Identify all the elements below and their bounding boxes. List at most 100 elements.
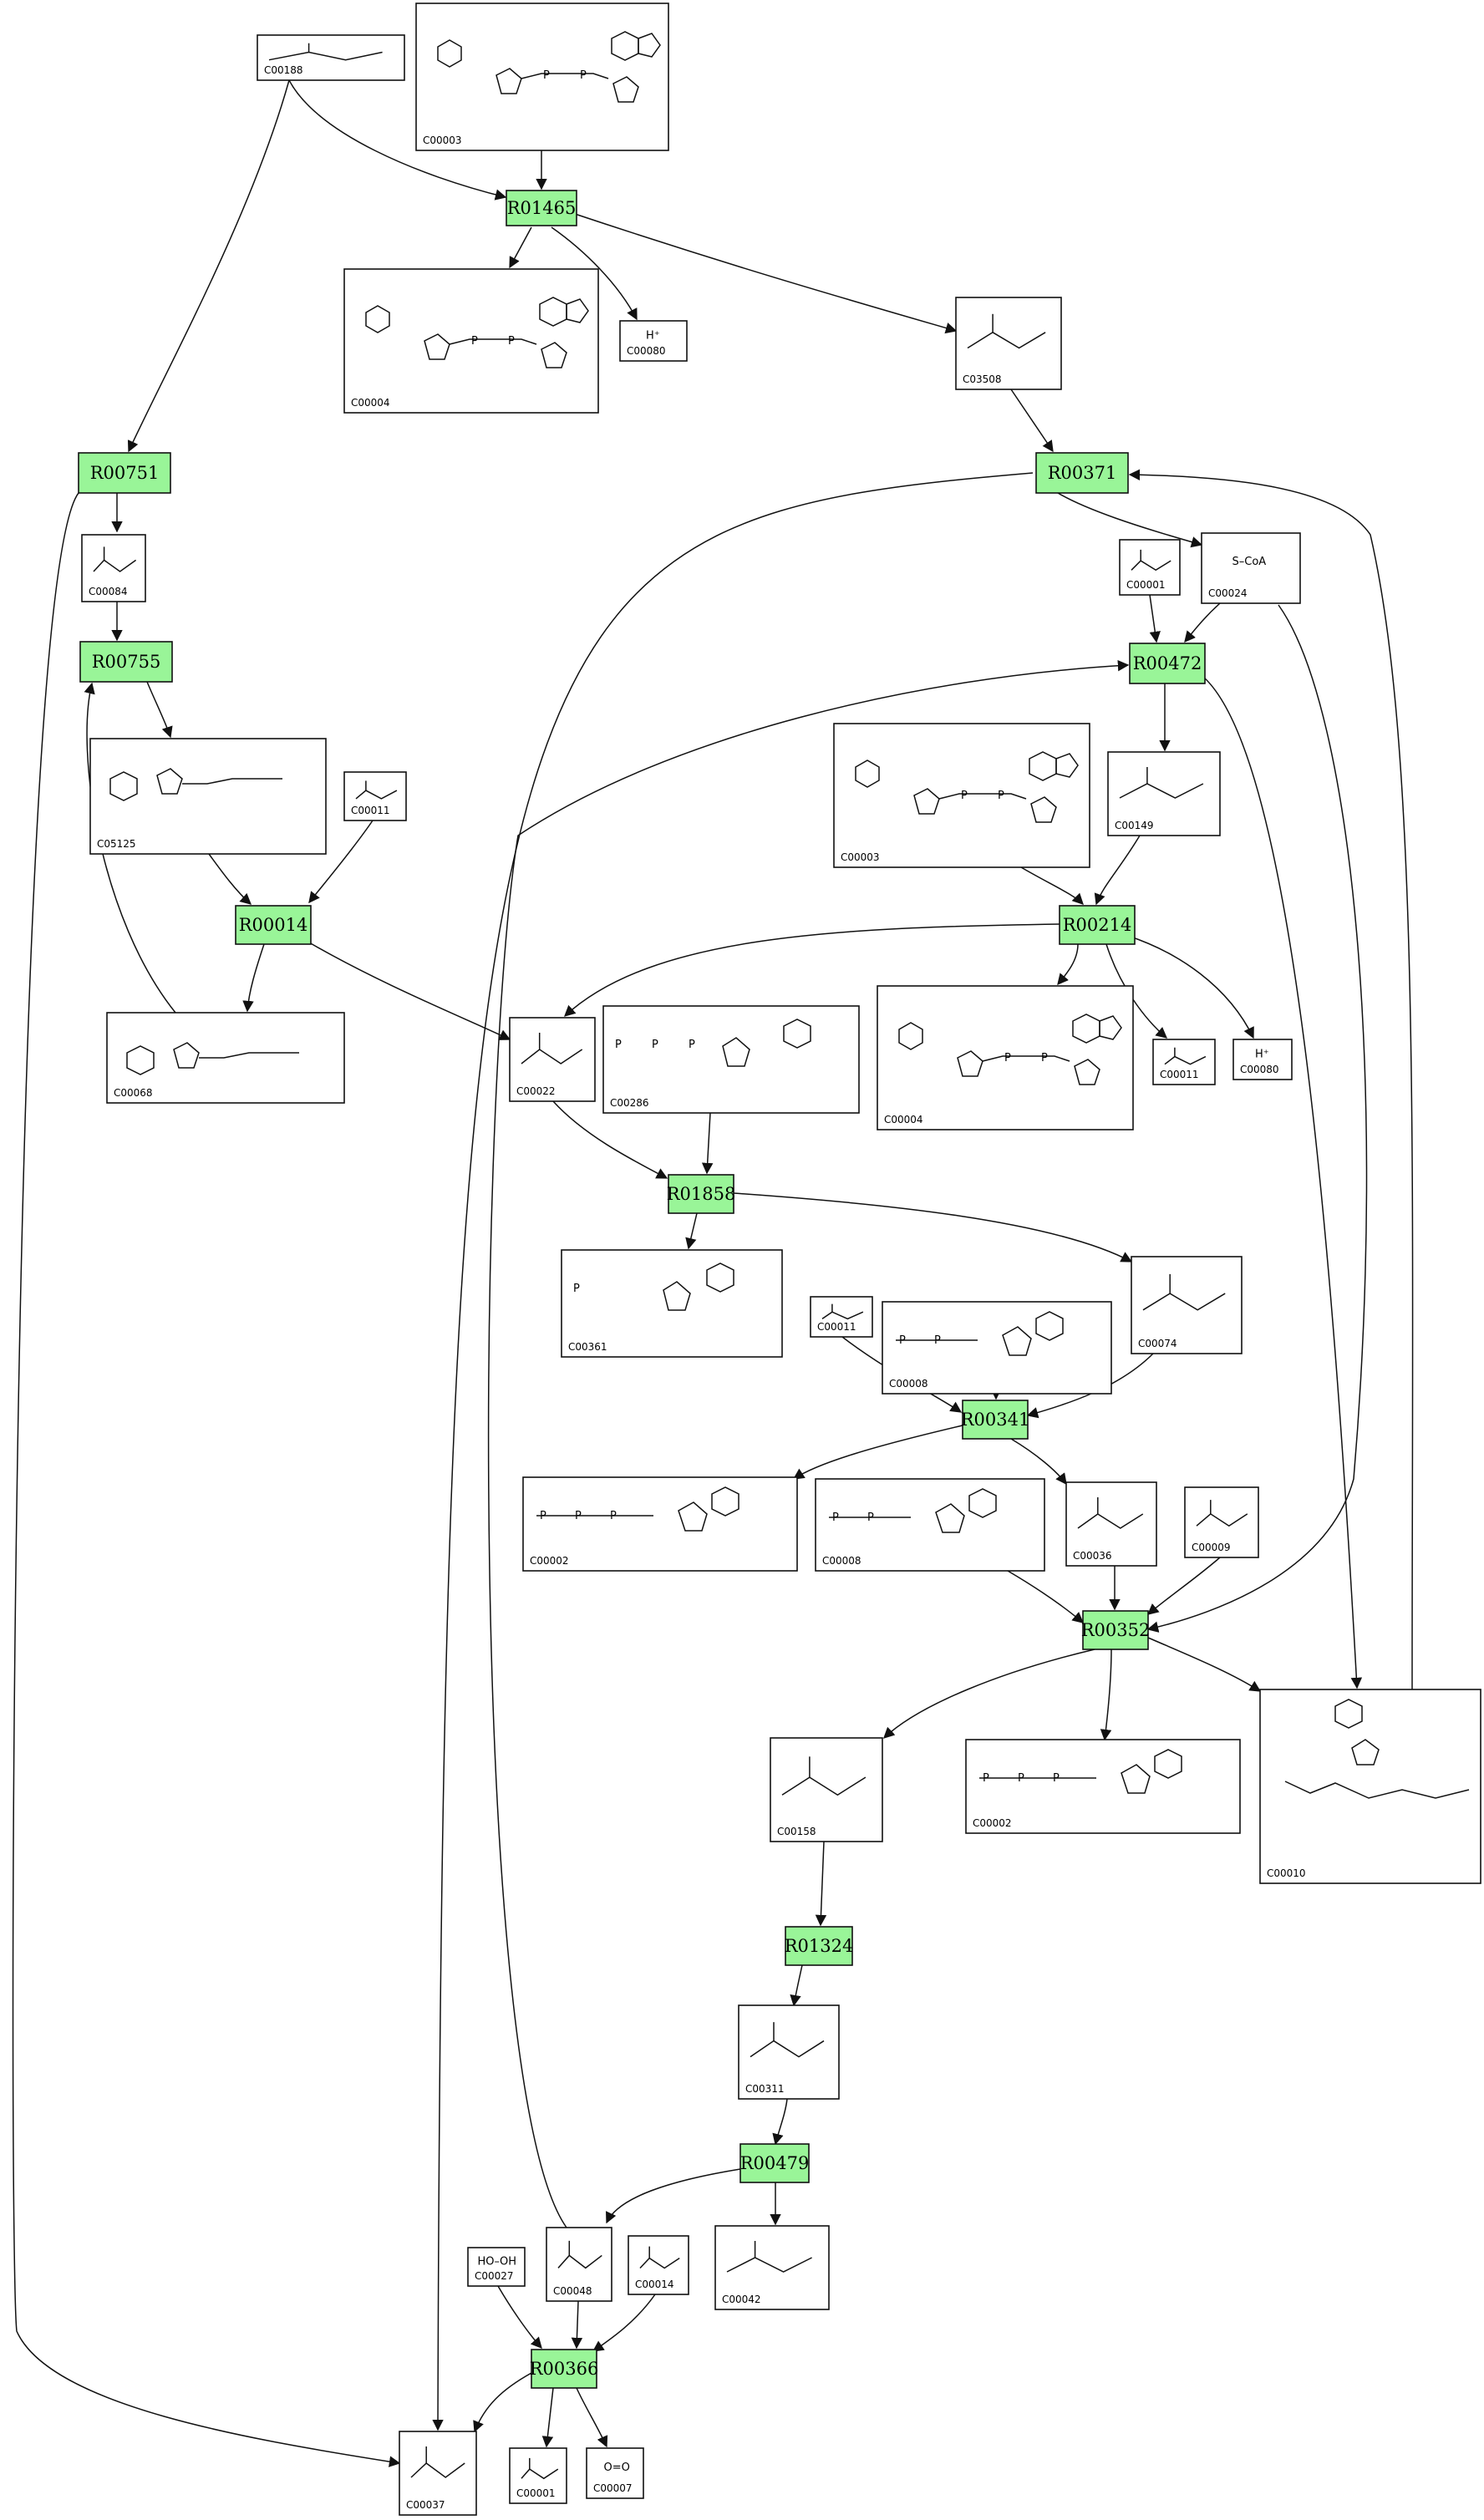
edge-arrow: [541, 2387, 554, 2448]
structure-drawing: [521, 1033, 583, 1064]
edge-arrow: [685, 1212, 698, 1250]
reaction-box: [1082, 1610, 1149, 1650]
compound-id: C00048: [553, 2285, 592, 2297]
edge-arrow: [509, 226, 532, 269]
compound-id: C00011: [1160, 1069, 1199, 1080]
compound-node-c00009[interactable]: C00009: [1184, 1486, 1259, 1558]
compound-node-c00074[interactable]: C00074: [1131, 1256, 1243, 1354]
edge-arrow: [576, 2387, 608, 2448]
structure-drawing: [1142, 1273, 1226, 1311]
compound-node-c00010[interactable]: C00010: [1259, 1689, 1481, 1884]
edge-arrow: [574, 213, 958, 334]
edge-arrow: [1147, 1637, 1262, 1692]
compound-box: [815, 1478, 1045, 1572]
edge-arrow: [1100, 1649, 1112, 1741]
reaction-node-r00755[interactable]: R00755: [79, 641, 173, 683]
structure-drawing: [268, 43, 383, 61]
compound-node-c00188[interactable]: C00188: [257, 34, 405, 81]
compound-node-c00011[interactable]: C00011: [343, 771, 407, 821]
compound-id: C00149: [1115, 820, 1154, 831]
structure-drawing: [410, 2446, 465, 2478]
reaction-node-r00371[interactable]: R00371: [1035, 452, 1129, 494]
compound-node-c03508[interactable]: C03508: [955, 297, 1062, 390]
compound-node-c05125[interactable]: C05125: [89, 738, 327, 855]
reaction-box: [235, 905, 312, 945]
reaction-box: [531, 2349, 597, 2389]
svg-text:P: P: [580, 69, 587, 82]
structure-drawing: [1119, 767, 1204, 799]
compound-box: [833, 723, 1090, 868]
compound-node-c00158[interactable]: C00158: [770, 1737, 883, 1842]
compound-id: C00311: [745, 2083, 785, 2095]
edge-arrow: [701, 1112, 714, 1175]
reaction-node-r00214[interactable]: R00214: [1059, 905, 1136, 945]
reaction-node-r00479[interactable]: R00479: [739, 2143, 810, 2183]
reaction-node-r01858[interactable]: R01858: [667, 1174, 736, 1214]
compound-node-c00022[interactable]: C00022: [509, 1017, 596, 1102]
compound-node-c00001[interactable]: C00001: [509, 2447, 567, 2504]
compound-box: [343, 771, 407, 821]
compound-id: C00158: [777, 1826, 816, 1837]
reaction-node-r00352[interactable]: R00352: [1081, 1610, 1151, 1650]
reaction-label: R00472: [1133, 653, 1202, 673]
edge-arrow: [564, 923, 1060, 1017]
compound-node-c00011[interactable]: C00011: [1152, 1039, 1216, 1085]
edge-arrow: [1057, 492, 1203, 548]
compound-id: C00002: [973, 1817, 1012, 1829]
reaction-node-r00014[interactable]: R00014: [235, 905, 312, 945]
svg-text:P: P: [689, 1039, 695, 1051]
compound-node-c00048[interactable]: C00048: [546, 2227, 612, 2302]
compound-node-c00149[interactable]: C00149: [1107, 751, 1221, 836]
reaction-label: R00014: [239, 915, 308, 935]
compound-node-c00080[interactable]: H⁺C00080: [1232, 1039, 1293, 1080]
reaction-node-r00751[interactable]: R00751: [78, 452, 171, 494]
edge-arrow: [12, 492, 401, 2467]
compound-node-c00011[interactable]: C00011: [810, 1296, 873, 1338]
compound-node-c00042[interactable]: C00042: [714, 2225, 830, 2310]
structure-drawing: [750, 2022, 825, 2058]
reaction-node-r01324[interactable]: R01324: [785, 1926, 854, 1966]
compound-id: C05125: [97, 838, 136, 850]
reaction-node-r01465[interactable]: R01465: [506, 190, 577, 226]
compound-box: [619, 320, 688, 362]
compound-node-c00014[interactable]: C00014: [628, 2235, 689, 2295]
compound-node-c00080[interactable]: H⁺C00080: [619, 320, 688, 362]
reaction-node-r00341[interactable]: R00341: [961, 1400, 1030, 1440]
structure-drawing: [1196, 1500, 1248, 1527]
compound-node-c00311[interactable]: C00311: [738, 2004, 840, 2100]
structure-drawing: [1077, 1497, 1144, 1529]
edge-arrow: [1127, 935, 1254, 1039]
compound-node-c00036[interactable]: C00036: [1065, 1481, 1157, 1567]
compound-node-c00068[interactable]: C00068: [106, 1012, 345, 1104]
reaction-box: [739, 2143, 810, 2183]
compound-node-c00001[interactable]: C00001: [1119, 539, 1181, 596]
compound-box: [415, 3, 669, 151]
compound-id: C00014: [635, 2279, 674, 2290]
reaction-node-r00472[interactable]: R00472: [1129, 643, 1206, 684]
structure-drawing: [1131, 549, 1171, 572]
compound-id: C00084: [89, 586, 128, 597]
compound-node-c00084[interactable]: C00084: [81, 534, 146, 602]
compound-id: C00068: [114, 1087, 153, 1099]
edge-arrow: [790, 1964, 803, 2007]
compound-node-c00037[interactable]: C00037: [399, 2431, 477, 2516]
svg-text:P: P: [508, 335, 515, 348]
reaction-node-r00366[interactable]: R00366: [530, 2349, 599, 2389]
edge-arrow: [772, 2098, 788, 2146]
